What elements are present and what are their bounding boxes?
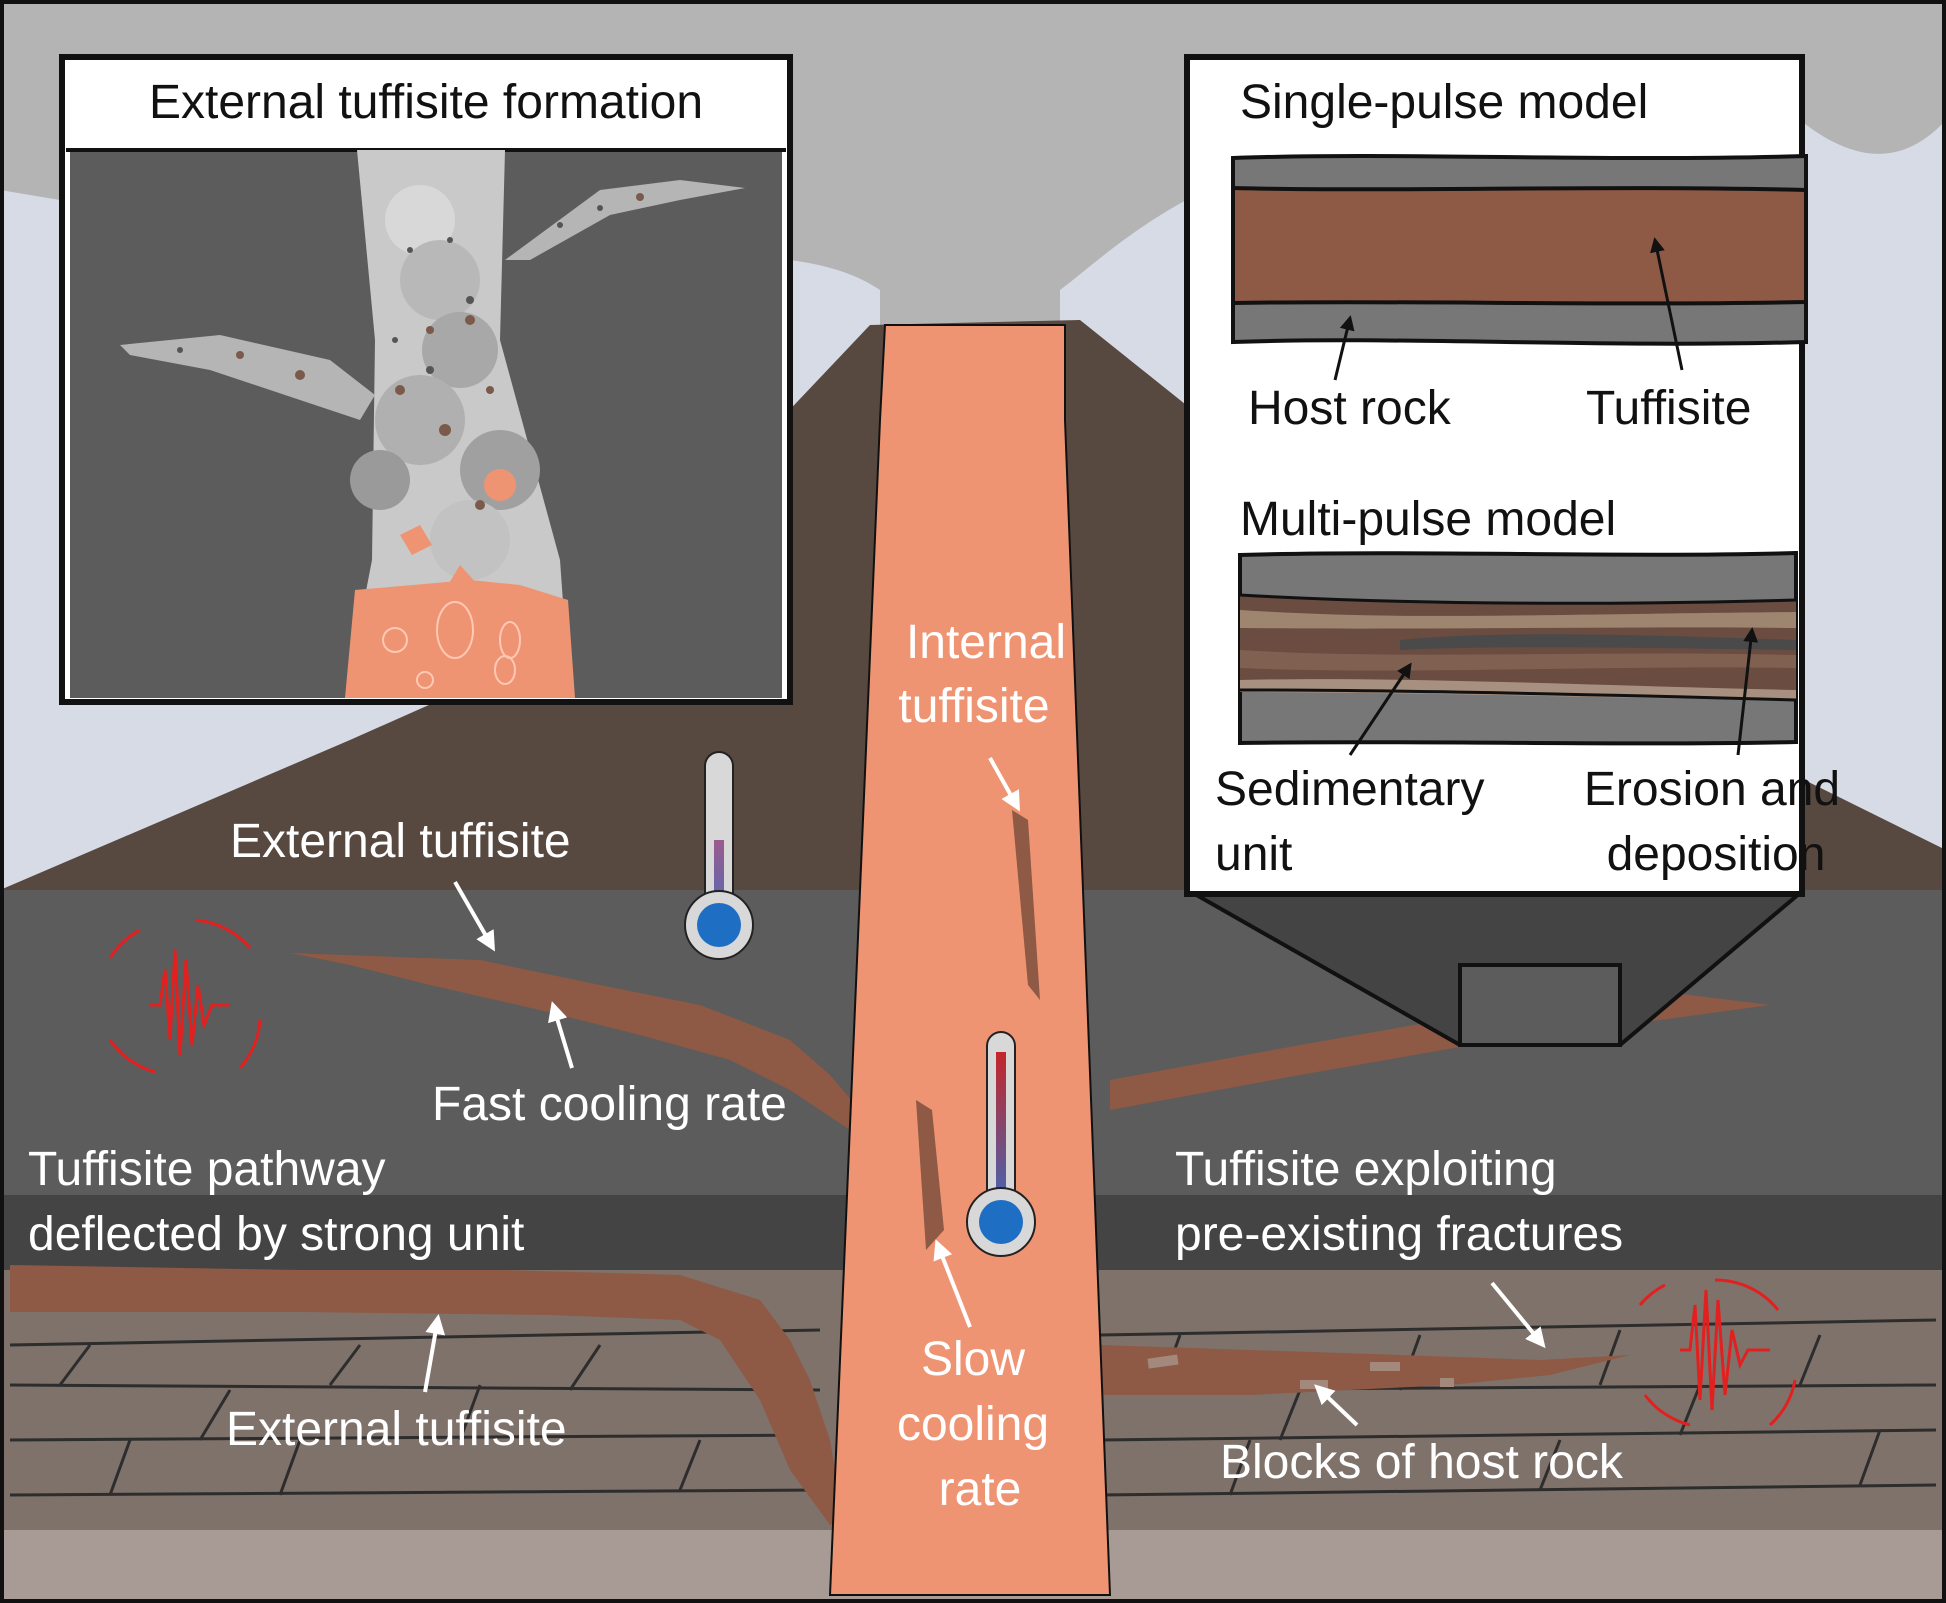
internal-tuffisite-vein-lower [916, 1100, 944, 1250]
pre-existing-fractures [9, 1318, 1937, 1497]
inset-pulse-models: Single-pulse model Host rock Tuffisite M… [1184, 54, 1840, 897]
erosion-label-1: Erosion and [1584, 763, 1840, 816]
arrow-icon [933, 1239, 972, 1328]
fracture-exploiting-tuffisite [1100, 1345, 1630, 1395]
thermometer-icon [966, 1031, 1036, 1257]
slow-cooling-label-3: rate [939, 1463, 1022, 1516]
arrow-icon [1490, 1281, 1546, 1349]
internal-tuffisite-vein [1012, 810, 1040, 1000]
external-tuffisite-upper-label: External tuffisite [230, 815, 571, 868]
slow-cooling-label-1: Slow [921, 1333, 1025, 1386]
multi-pulse-section [1238, 550, 1798, 746]
arrow-icon [453, 881, 495, 952]
external-tuffisite-lower-label: External tuffisite [226, 1403, 567, 1456]
seismic-signal-icon [1638, 1278, 1797, 1427]
host-rock-blocks [1147, 1354, 1454, 1389]
arrow-icon [1333, 315, 1355, 381]
deflected-pathway-label-2: deflected by strong unit [28, 1208, 524, 1261]
arrow-icon [988, 757, 1020, 812]
lower-external-tuffisite [10, 1265, 850, 1525]
fast-cooling-label: Fast cooling rate [432, 1078, 787, 1131]
arrow-icon [1736, 627, 1759, 756]
slow-cooling-label-2: cooling [897, 1398, 1049, 1451]
magma-conduit [828, 324, 1112, 1596]
deflected-pathway-label-1: Tuffisite pathway [28, 1143, 386, 1196]
inset-external-tuffisite-formation: External tuffisite formation [59, 54, 793, 705]
arrow-icon [548, 1001, 574, 1069]
upper-external-tuffisite [290, 953, 860, 1130]
arrow-icon [423, 1314, 446, 1393]
thermometer-icon [684, 751, 754, 960]
arrow-icon [1348, 662, 1412, 756]
internal-tuffisite-label-1: Internal [906, 616, 1066, 669]
single-pulse-section [1231, 153, 1808, 346]
host-rock-label: Host rock [1248, 382, 1452, 435]
exploiting-fractures-label-1: Tuffisite exploiting [1175, 1143, 1557, 1196]
tuffisite-label: Tuffisite [1586, 382, 1751, 435]
arrow-icon [1650, 237, 1684, 371]
sedimentary-label-1: Sedimentary [1215, 763, 1484, 816]
inset-left-title: External tuffisite formation [149, 76, 703, 129]
sedimentary-label-2: unit [1215, 828, 1292, 881]
exploiting-fractures-label-2: pre-existing fractures [1175, 1208, 1623, 1261]
blocks-host-rock-label: Blocks of host rock [1220, 1436, 1624, 1489]
internal-tuffisite-label-2: tuffisite [898, 680, 1049, 733]
multi-pulse-title: Multi-pulse model [1240, 493, 1616, 546]
single-pulse-title: Single-pulse model [1240, 76, 1648, 129]
seismic-signal-icon [108, 918, 262, 1074]
erosion-label-2: deposition [1607, 828, 1826, 881]
arrow-icon [1314, 1384, 1359, 1427]
